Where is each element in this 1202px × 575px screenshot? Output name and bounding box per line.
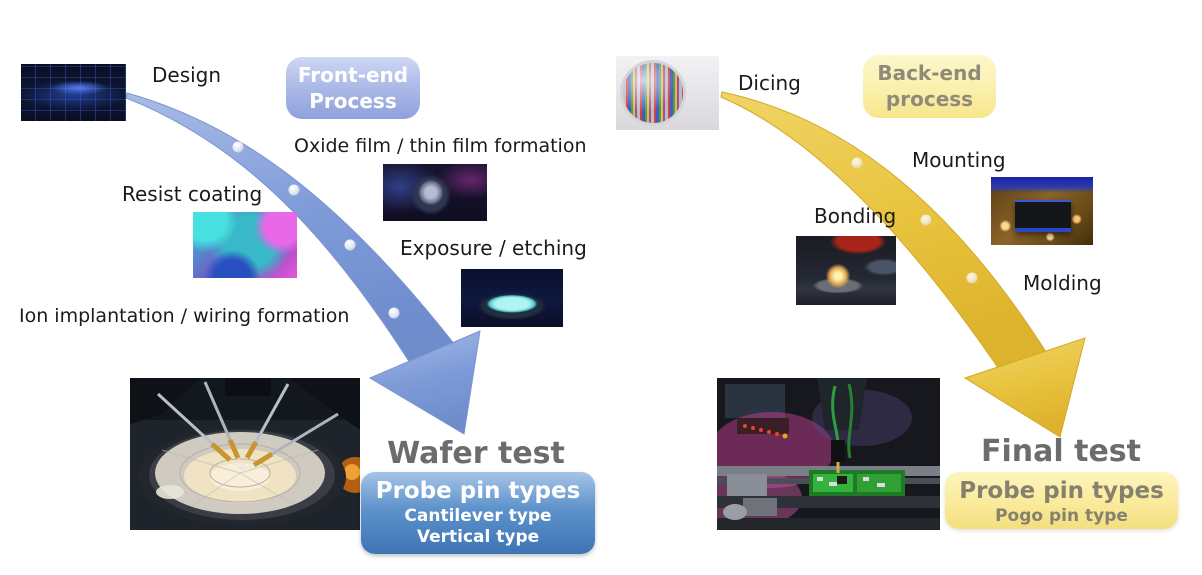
dicing-step-label: Dicing [738,71,801,95]
exposure-etching-step-label: Exposure / etching [400,236,587,260]
back-end-badge-line1: Back-end [877,61,982,85]
bonding-photo [796,236,896,305]
oxide-film-step-label: Oxide film / thin film formation [294,135,587,157]
back-end-arrow [720,91,1086,438]
oxide-film-photo [383,164,487,221]
wafer-probe-pin-badge: Probe pin types Cantilever type Vertical… [361,472,595,554]
arrow-step-dot [920,214,932,226]
ion-implantation-step-label: Ion implantation / wiring formation [19,305,350,327]
back-end-badge-line2: process [885,87,974,111]
probe-needles [156,381,339,471]
back-end-process-badge: Back-end process [863,55,996,118]
mounting-photo [991,177,1093,245]
arrow-step-dot [232,141,244,153]
arrow-step-dot [388,307,400,319]
design-photo [21,64,126,121]
arrow-step-dot [966,272,978,284]
dicing-photo [616,56,719,130]
resist-coating-photo [193,212,297,278]
diced-wafer-disc [620,60,686,126]
final-probe-type-pogo: Pogo pin type [995,506,1128,526]
front-end-badge-line1: Front-end [297,63,409,87]
wafer-test-photo [130,378,360,530]
final-probe-badge-title: Probe pin types [959,478,1164,504]
molding-step-label: Molding [1023,271,1102,295]
resist-coating-step-label: Resist coating [122,182,263,206]
final-probe-pin-badge: Probe pin types Pogo pin type [945,472,1178,529]
design-step-label: Design [152,63,222,87]
bonding-step-label: Bonding [814,204,897,228]
exposure-etching-photo [461,269,563,327]
front-end-badge-line2: Process [309,89,397,113]
front-end-process-badge: Front-end Process [286,57,420,119]
wafer-test-title: Wafer test [387,436,565,471]
arrow-step-dot [344,239,356,251]
arrow-step-dot [288,184,300,196]
final-test-title: Final test [981,434,1141,469]
mounted-chip [1015,200,1071,232]
wafer-probe-type-vertical: Vertical type [416,527,540,547]
arrow-step-dot [851,157,863,169]
wafer-probe-badge-title: Probe pin types [375,478,581,504]
front-end-arrow [125,92,481,435]
wafer-probe-type-cantilever: Cantilever type [404,506,552,526]
final-test-photo [717,378,940,530]
mounting-step-label: Mounting [912,148,1006,172]
